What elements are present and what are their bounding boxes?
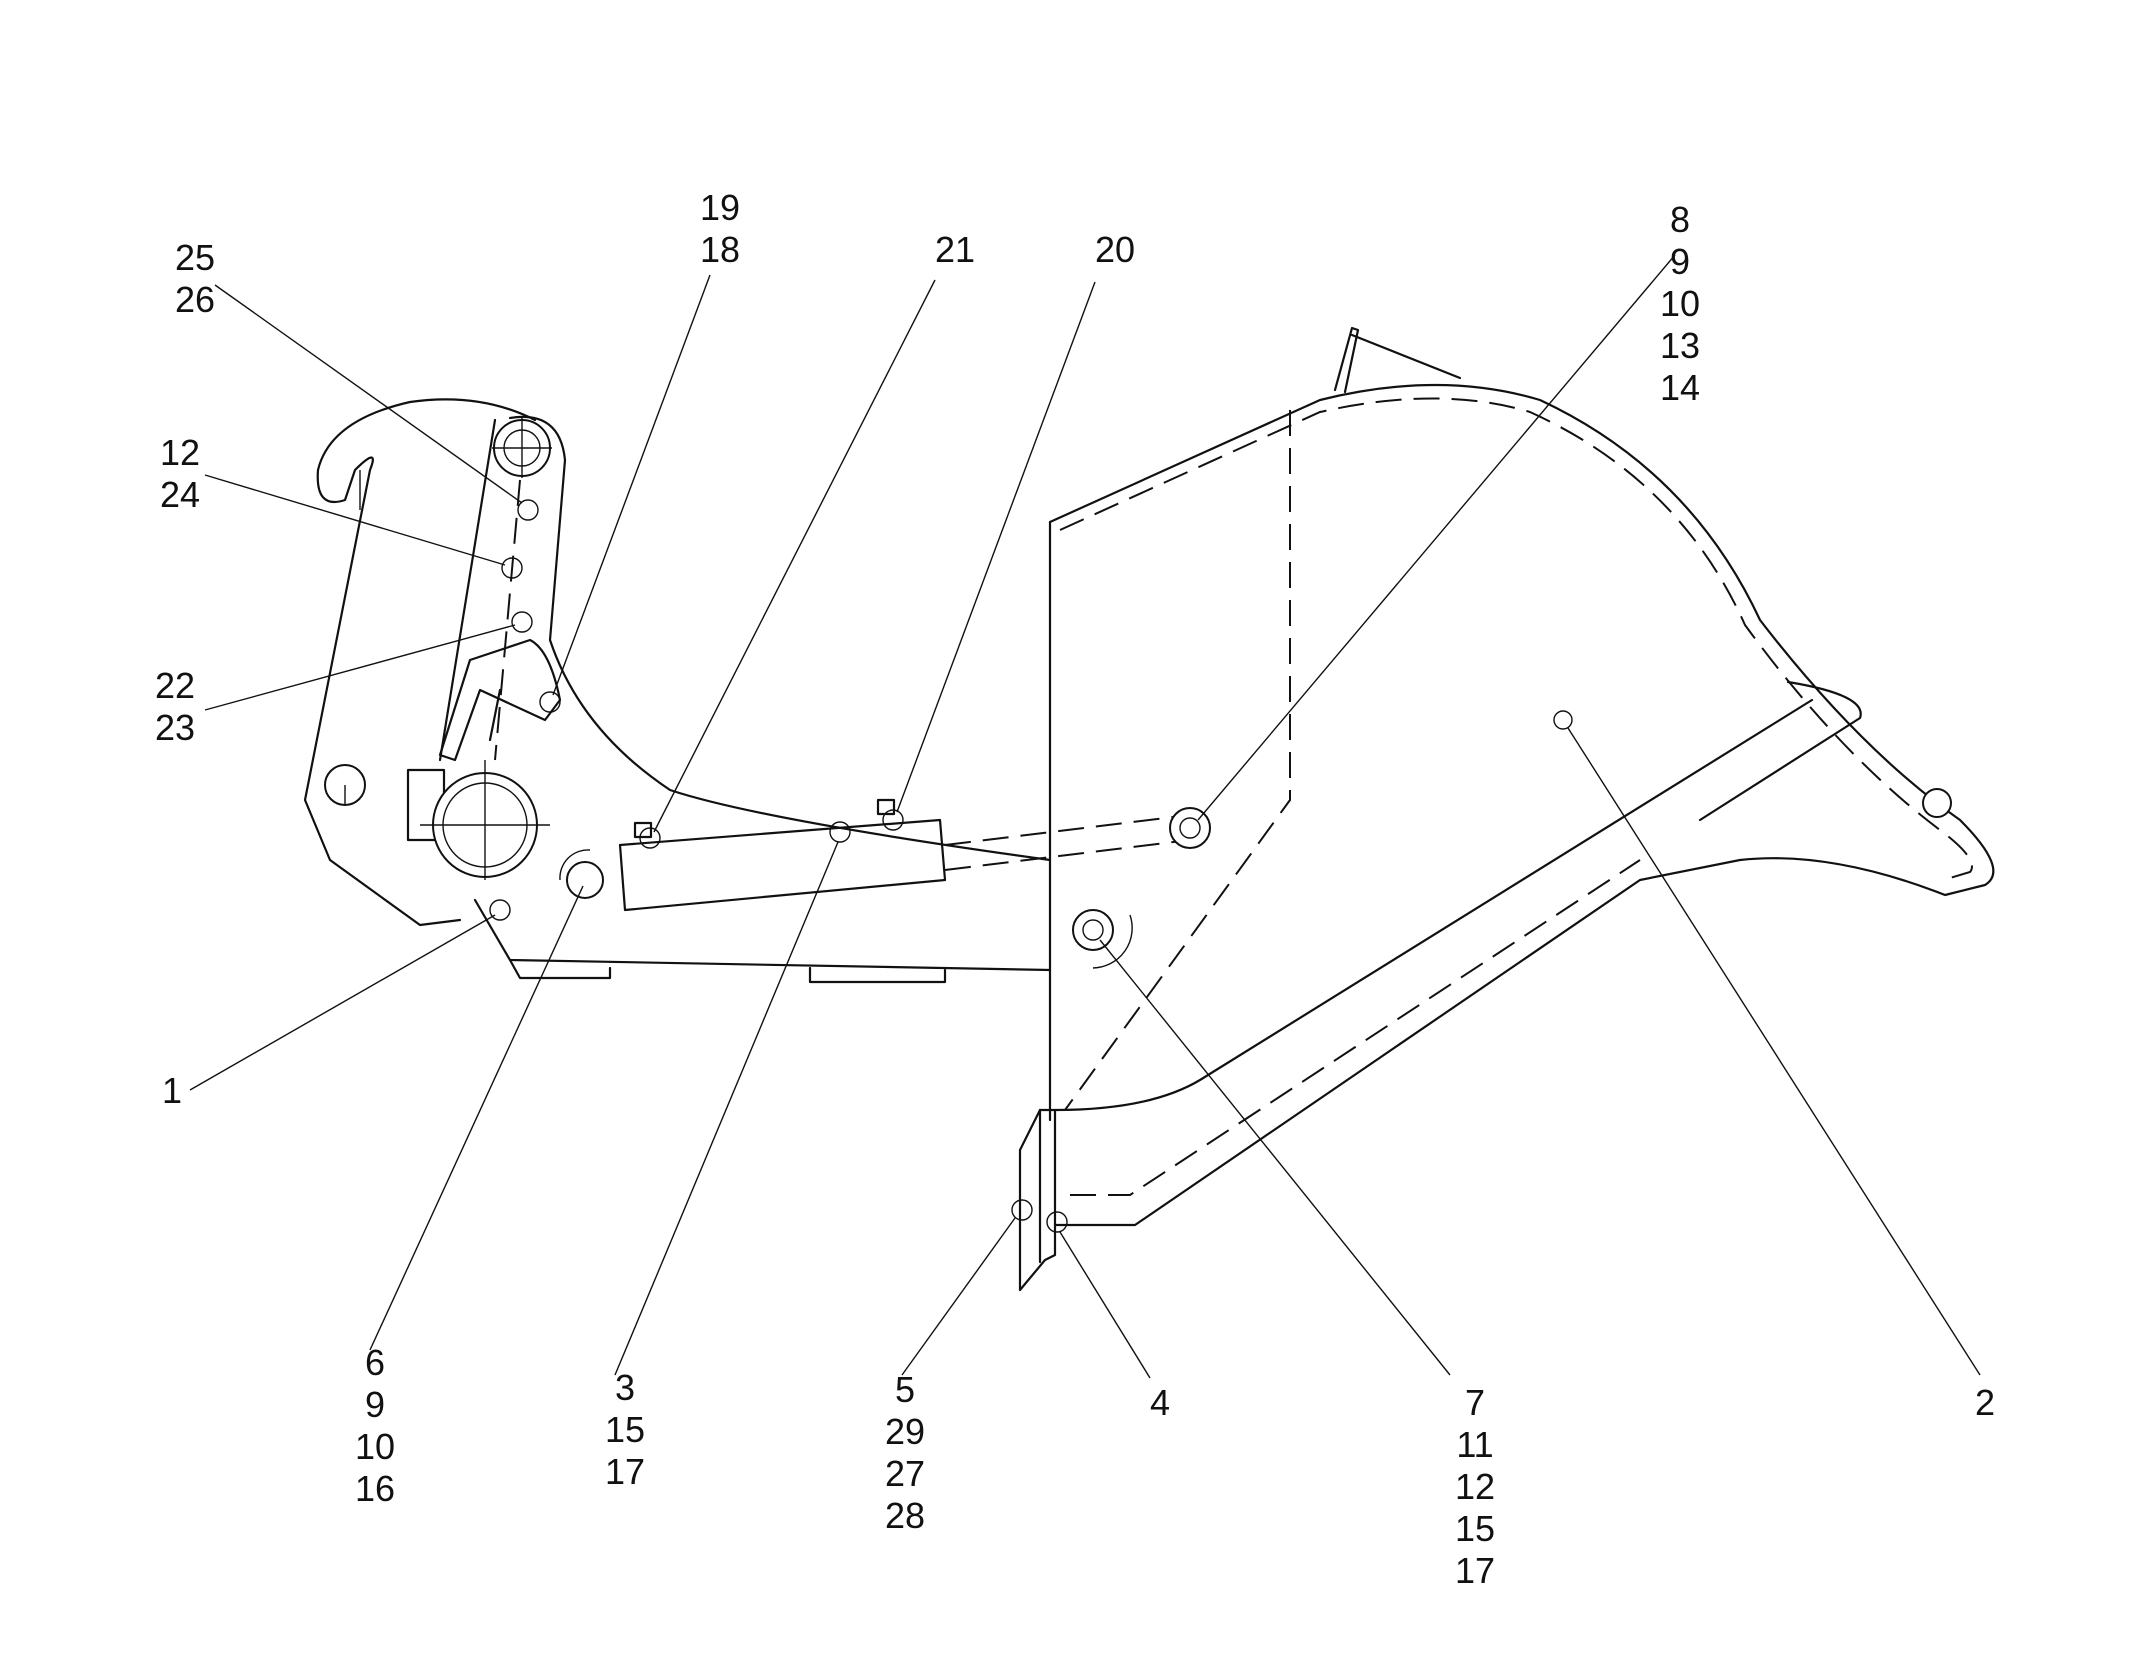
callout-line: 23 [155,707,195,748]
quick-coupler-arm [303,398,1211,984]
callout-line: 10 [1660,283,1700,324]
bucket [1018,326,1995,1292]
callout-21: 21 [935,229,975,270]
callout-line: 16 [355,1468,395,1509]
callout-line: 12 [160,432,200,473]
callout-1: 1 [162,1070,182,1111]
callout-line: 29 [885,1411,925,1452]
leader-lines [189,254,1981,1379]
callout-2: 2 [1975,1382,1995,1423]
callout-line: 11 [1456,1424,1493,1465]
callout-line: 1 [162,1070,182,1111]
callout-line: 5 [895,1369,915,1410]
callout-20: 20 [1095,229,1135,270]
callout-line: 21 [935,229,975,270]
callout-line: 17 [605,1451,645,1492]
callout-line: 6 [365,1342,385,1383]
bucket-hole [1922,788,1952,818]
callout-line: 9 [365,1384,385,1425]
reference-points [489,499,1068,1233]
callout-line: 19 [700,187,740,228]
cylinder-pin-right [1169,807,1211,849]
grease-nipple-20 [876,798,896,816]
callout-4: 4 [1150,1382,1170,1423]
callout-line: 27 [885,1453,925,1494]
callout-line: 18 [700,229,740,270]
callout-line: 15 [1455,1508,1495,1549]
callout-line: 15 [605,1409,645,1450]
callout-line: 9 [1670,241,1690,282]
callout-line: 24 [160,474,200,515]
callout-line: 14 [1660,367,1700,408]
callout-line: 28 [885,1495,925,1536]
grease-nipple-21 [633,821,653,839]
callout-line: 17 [1455,1550,1495,1591]
callout-line: 3 [615,1367,635,1408]
cylinder-pin-left [566,861,604,899]
callout-line: 22 [155,665,195,706]
callout-line: 25 [175,237,215,278]
callout-line: 8 [1670,199,1690,240]
callout-line: 7 [1465,1382,1485,1423]
callout-line: 4 [1150,1382,1170,1423]
callout-line: 26 [175,279,215,320]
bucket-ref-point [1553,710,1573,730]
callout-line: 10 [355,1426,395,1467]
link-pin [1072,909,1114,951]
callout-line: 2 [1975,1382,1995,1423]
callout-line: 12 [1455,1466,1495,1507]
callout-line: 20 [1095,229,1135,270]
callout-line: 13 [1660,325,1700,366]
